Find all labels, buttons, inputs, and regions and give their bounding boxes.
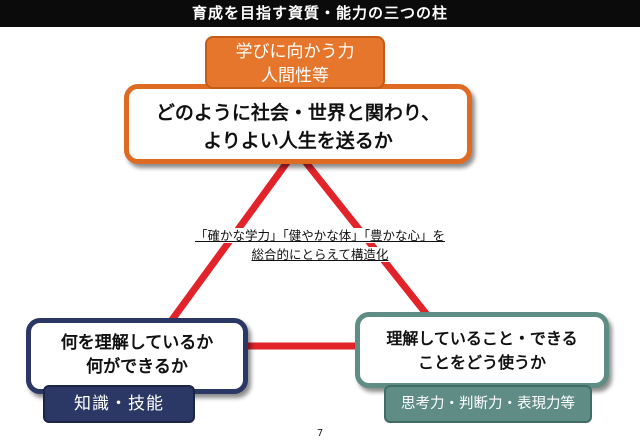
right-box-line-2: ことをどう使うか [417,353,546,372]
top-box-line-1: どのように社会・世界と関わり、 [155,102,441,124]
right-pillar-box: 理解していること・できる ことをどう使うか [355,312,609,388]
left-pillar-box: 何を理解しているか 何ができるか [26,318,248,394]
page-title: 育成を目指す資質・能力の三つの柱 [0,0,640,27]
right-pillar-tag: 思考力・判断力・表現力等 [384,385,592,423]
top-tag-line-2: 人間性等 [261,66,329,86]
center-line-2: 総合的にとらえて構造化 [249,247,391,262]
top-box-line-2: よりよい人生を送るか [203,130,393,152]
center-description: 「確かな学力」「健やかな体」「豊かな心」を 総合的にとらえて構造化 [140,226,500,264]
right-box-line-1: 理解していること・できる [386,329,578,348]
left-box-line-1: 何を理解しているか [60,333,214,353]
left-pillar-tag: 知識・技能 [43,385,195,423]
top-tag-line-1: 学びに向かう力 [235,42,355,62]
left-box-line-2: 何ができるか [86,357,188,377]
center-line-1: 「確かな学力」「健やかな体」「豊かな心」を [192,228,447,243]
top-pillar-tag: 学びに向かう力 人間性等 [205,36,385,89]
left-edge-line [146,146,300,354]
top-pillar-box: どのように社会・世界と関わり、 よりよい人生を送るか [124,84,472,164]
page-number: 7 [316,428,324,439]
